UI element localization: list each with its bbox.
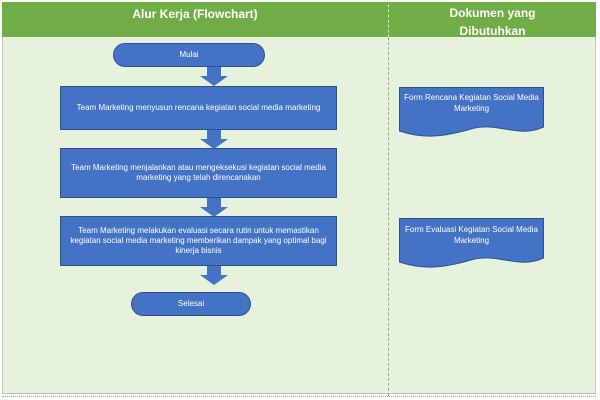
documents-title-line1: Dokumen yang [449,6,536,20]
process-step-execute: Team Marketing menjalankan atau mengekse… [60,148,337,198]
evaluation-form-label: Form Evaluasi Kegiatan Social Media Mark… [405,225,538,245]
end-terminal: Selesai [131,292,251,316]
flowchart-column-title: Alur Kerja (Flowchart) [132,7,258,21]
flowchart-column-header: Alur Kerja (Flowchart) [2,2,388,37]
documents-column-header: Dokumen yang Dibutuhkan [389,2,596,38]
document-shape-evaluation-form [399,218,544,268]
start-label: Mulai [179,50,199,59]
process-step-evaluate-label: Team Marketing melakukan evaluasi secara… [70,226,327,255]
bottom-border [2,396,596,397]
start-terminal: Mulai [113,43,265,67]
arrow-down-icon [200,130,228,149]
arrow-down-icon [200,67,228,86]
column-divider [388,2,389,396]
arrow-down-icon [200,198,228,217]
plan-form-label: Form Rencana Kegiatan Social Media Marke… [404,93,539,113]
documents-title-line2: Dibutuhkan [459,24,526,38]
document-shape-plan-form [399,87,544,137]
process-step-execute-label: Team Marketing menjalankan atau mengekse… [71,163,326,182]
swimlane-frame [2,2,596,394]
process-step-plan: Team Marketing menyusun rencana kegiatan… [60,86,337,130]
process-step-plan-label: Team Marketing menyusun rencana kegiatan… [76,103,321,112]
arrow-down-icon [200,266,228,285]
process-step-evaluate: Team Marketing melakukan evaluasi secara… [60,216,337,266]
end-label: Selesai [177,299,205,308]
